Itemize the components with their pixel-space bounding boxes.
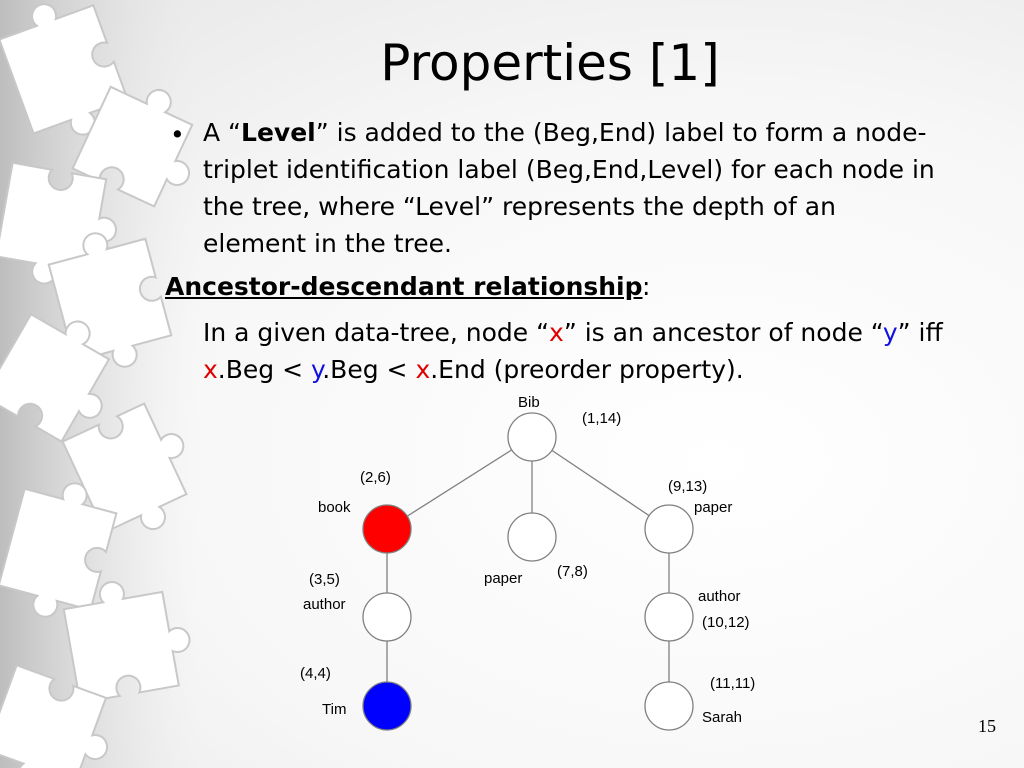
ancestor-descendant-heading: Ancestor-descendant relationship [165,272,643,301]
node-author-3-5 [362,592,412,642]
node-paper-7-8 [507,512,557,562]
bullet-line-2: triplet identification label (Beg,End,Le… [203,155,935,184]
var-x: x [549,318,564,347]
node-label-bib: (1,14) [582,410,621,427]
node-name-paper-9-13: paper [694,499,732,516]
node-bib [507,412,557,462]
relation-text-f: .End (preorder property). [430,355,744,384]
node-label-paper-9-13: (9,13) [668,478,707,495]
bullet-line-1-pre: A “ [203,118,242,147]
node-sarah [644,681,694,731]
tree-edges [386,436,670,706]
relation-line-2: x.Beg < y.Beg < x.End (preorder property… [203,355,744,384]
node-name-bib: Bib [518,394,540,411]
node-name-tim: Tim [322,701,346,718]
relation-text-e: .Beg < [322,355,416,384]
edge-bib-paper2 [531,436,670,530]
bullet-line-1: A “Level” is added to the (Beg,End) labe… [203,118,927,147]
tree-nodes [362,412,694,731]
relation-text-c: ” iff [897,318,943,347]
node-name-author-10-12: author [698,588,741,605]
edge-bib-book [386,436,533,530]
node-paper-9-13 [644,504,694,554]
var-y: y [882,318,898,347]
heading-colon: : [642,272,651,301]
puzzle-pieces-decoration [0,0,200,768]
node-label-author-3-5: (3,5) [309,571,340,588]
node-label-book: (2,6) [360,469,391,486]
relation-line-1: In a given data-tree, node “x” is an anc… [203,318,943,347]
node-author-10-12 [644,592,694,642]
page-number: 15 [978,716,996,736]
level-keyword: Level [241,118,316,147]
slide-title: Properties [1] [380,34,720,92]
var-x: x [415,355,431,384]
node-name-sarah: Sarah [702,709,742,726]
bullet-line-1-post: ” is added to the (Beg,End) label to for… [315,118,927,147]
var-x: x [203,355,218,384]
var-y: y [311,355,323,384]
relation-text-d: .Beg < [217,355,311,384]
node-tim [362,681,412,731]
bullet-marker: • [170,120,185,149]
node-label-tim: (4,4) [300,665,331,682]
node-name-book: book [318,499,351,516]
tree-labels: Bib (1,14) book (2,6) paper (7,8) paper … [300,394,755,726]
node-label-sarah: (11,11) [710,675,755,692]
node-name-paper-7-8: paper [484,570,522,587]
bullet-line-4: element in the tree. [203,229,452,258]
node-label-author-10-12: (10,12) [702,614,750,631]
bullet-line-3: the tree, where “Level” represents the d… [203,192,836,221]
relation-text-b: ” is an ancestor of node “ [563,318,883,347]
node-label-paper-7-8: (7,8) [557,563,588,580]
relation-text-a: In a given data-tree, node “ [203,318,550,347]
node-name-author-3-5: author [303,596,346,613]
node-book [362,504,412,554]
